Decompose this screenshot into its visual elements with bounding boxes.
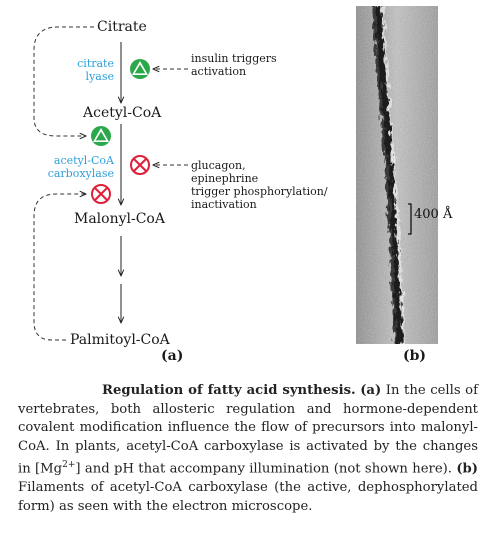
caption-a-text-1: In the cells of vertebrates, both allost… [18,383,478,477]
metabolite-citrate: Citrate [97,19,147,35]
caption-superscript: 2+ [62,460,76,471]
inhibition-icon [130,155,150,175]
inhibition-icon [91,184,111,204]
enzyme-citrate-lyase-line1: citrate [77,57,114,70]
note-glucagon-line2: epinephrine [191,172,259,185]
enzyme-citrate-lyase: citrate lyase [60,57,114,83]
caption-a-tag: (a) [360,383,382,398]
note-glucagon-line4: inactivation [191,198,257,211]
caption-a-text-2: ] and pH that accompany illumination (no… [75,461,457,477]
scale-label: 400 Å [414,207,453,222]
enzyme-acetyl-coa-carboxylase: acetyl-CoA carboxylase [44,154,114,180]
dashed-citrate-activation-loop [33,26,94,136]
note-glucagon: glucagon, epinephrine trigger phosphoryl… [191,159,328,211]
pathway-diagram [33,26,188,341]
metabolite-acetyl-coa: Acetyl-CoA [83,105,162,121]
figure-caption: Regulation of fatty acid synthesis. (a) … [18,382,478,517]
enzyme-acc-line2: carboxylase [47,167,114,180]
dashed-palmitoyl-inhibition-loop [33,194,86,341]
enzyme-citrate-lyase-line2: lyase [85,70,114,83]
activation-icon [91,126,111,146]
note-glucagon-line3: trigger phosphorylation/ [191,185,328,198]
caption-b-tag: (b) [456,461,479,477]
panel-b-tag: (b) [403,348,427,364]
note-glucagon-line1: glucagon, [191,159,246,172]
electron-micrograph [356,6,438,344]
metabolite-palmitoyl-coa: Palmitoyl-CoA [70,332,170,348]
note-insulin-line1: insulin triggers [191,52,277,65]
activation-icon [130,59,150,79]
caption-title: Regulation of fatty acid synthesis. [102,383,356,398]
caption-b-text: Filaments of acetyl-CoA carboxylase (the… [18,480,478,514]
panel-a-tag: (a) [161,348,184,364]
note-insulin: insulin triggers activation [191,52,277,78]
scale-bracket [408,203,412,235]
metabolite-malonyl-coa: Malonyl-CoA [74,211,165,227]
enzyme-acc-line1: acetyl-CoA [53,154,114,167]
note-insulin-line2: activation [191,65,247,78]
